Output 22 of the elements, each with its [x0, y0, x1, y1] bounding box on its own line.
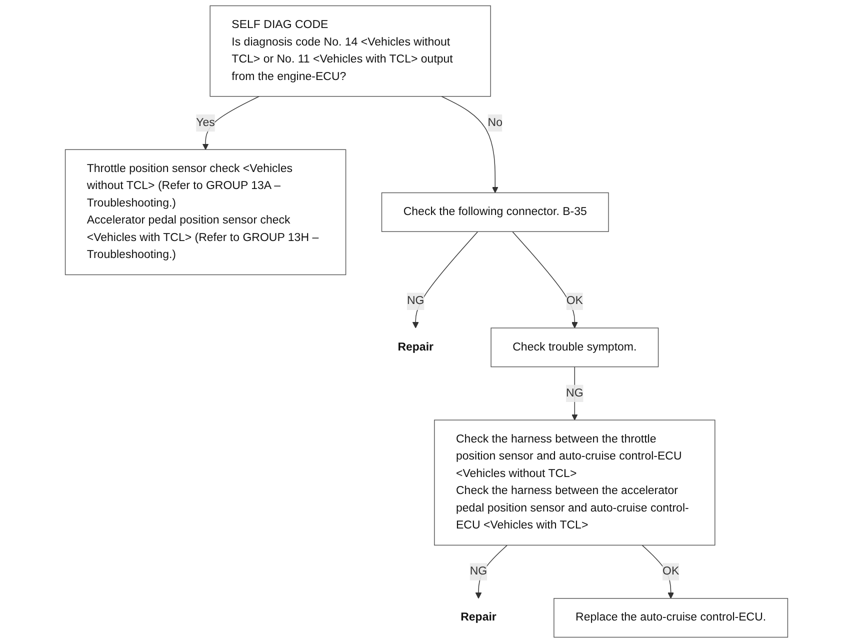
arrow: [202, 96, 260, 150]
edge-label: OK: [662, 565, 680, 578]
edge-label: No: [488, 116, 502, 129]
arrow: [512, 231, 578, 328]
arrow: [412, 231, 478, 328]
node-box: SELF DIAG CODE Is diagnosis code No. 14 <Vehicles without TCL> or No. 11 <Vehicles with TCL> output from the engine-ECU?: [210, 5, 491, 97]
arrow: [441, 96, 498, 194]
node-box: Throttle position sensor check <Vehicles without TCL> (Refer to GROUP 13A – Troubleshooting.) Accelerator pedal position sensor check <Vehicles with TCL> (Refer to GROUP 13H – Troubleshooting.): [64, 149, 346, 276]
node-box: Check trouble symptom.: [490, 328, 659, 368]
node-text: Repair: [460, 611, 496, 624]
edge-label: NG: [406, 294, 424, 308]
edge-label: OK: [566, 294, 583, 308]
edge-label: Yes: [196, 116, 215, 129]
node-box: Check the harness between the throttle position sensor and auto-cruise control-ECU <Vehicles without TCL> Check the harness between the accelerator pedal position sensor and auto-cruise control-ECU <Vehicles with TCL>: [434, 420, 716, 546]
arrow: [475, 544, 508, 599]
edge-label: NG: [470, 565, 488, 578]
arrow: [572, 366, 578, 420]
node-text: Repair: [398, 340, 434, 354]
node-box: Check the following connector. B-35: [381, 192, 609, 232]
edge-label: NG: [566, 386, 584, 400]
node-box: Replace the auto-cruise control-ECU.: [554, 598, 788, 638]
arrow: [642, 544, 674, 599]
